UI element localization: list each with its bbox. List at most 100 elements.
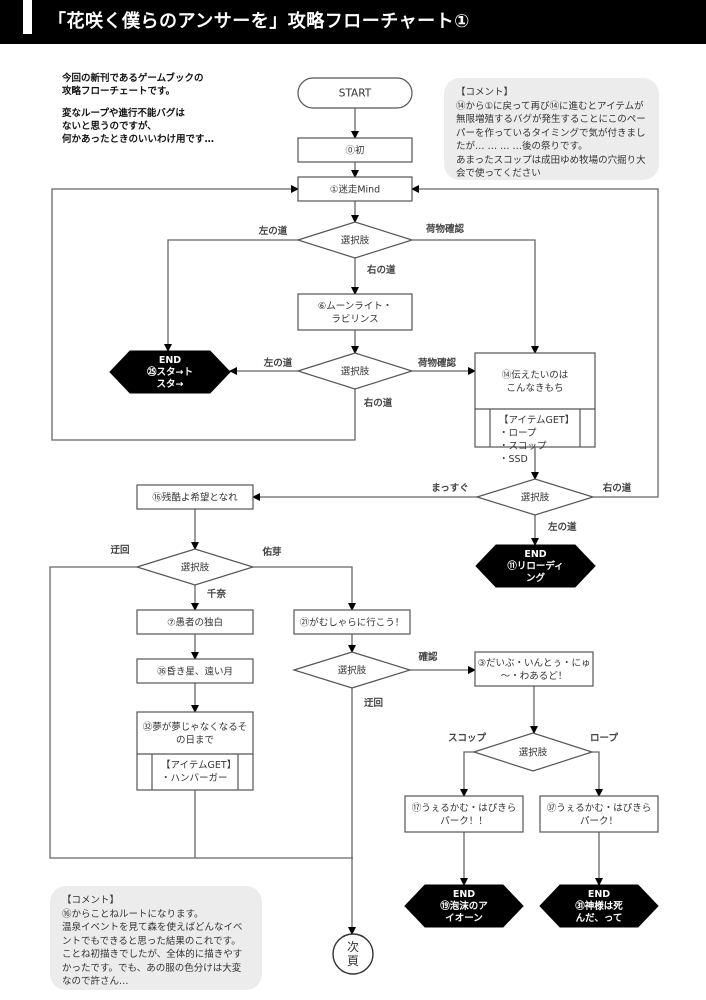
node-label: 選択肢 — [341, 366, 370, 378]
process-box — [136, 658, 254, 684]
edge-label: まっすぐ — [431, 482, 469, 494]
intro-text: 今回の新刊であるゲームブックの 攻略フローチェートです。 変なループや進行不能バ… — [62, 72, 214, 155]
node-label: END — [159, 355, 181, 366]
node-label: こんなきもち — [506, 383, 563, 394]
node-label: 選択肢 — [341, 235, 370, 247]
node-label: イオーン — [445, 913, 483, 924]
terminal-shape — [297, 77, 413, 109]
node-d4: 選択肢 — [134, 548, 256, 586]
node-n36: ㊱昏き星、遠い月 — [136, 658, 254, 684]
header-accent-bar — [23, 0, 32, 34]
node-label: ①迷走Mind — [330, 184, 380, 196]
node-label: ㊱昏き星、遠い月 — [157, 666, 233, 678]
edges-layer — [49, 108, 659, 935]
node-label: 頁 — [347, 954, 359, 968]
process-box — [297, 137, 413, 163]
node-label: の日まで — [176, 735, 214, 746]
edge-label: 迂回 — [364, 698, 383, 709]
node-label: パーク！！ — [440, 816, 488, 827]
item-line: ・スコップ — [499, 441, 547, 452]
decision-diamond — [296, 352, 414, 390]
process-box — [136, 484, 254, 510]
node-label: ⑦愚者の独白 — [167, 617, 223, 629]
node-d6: 選択肢 — [472, 732, 594, 772]
node-label: ⓪初 — [345, 145, 364, 157]
node-label: ⑭伝えたいのは — [502, 370, 569, 381]
node-label: ⑰うぇるかむ・はぴきら — [412, 803, 517, 814]
decision-diamond — [291, 651, 413, 689]
node-n16: ⑯残酷よ希望となれ — [136, 484, 254, 510]
process-box — [136, 711, 254, 791]
edge-d2-to-n1 — [51, 185, 356, 441]
edge-labels-layer: 左の道右の道荷物確認左の道右の道荷物確認まっすぐ右の道左の道迂回千奈佑芽確認迂回… — [110, 223, 631, 744]
process-box — [297, 176, 413, 202]
node-label: START — [339, 88, 372, 100]
node-n1: ①迷走Mind — [297, 176, 413, 202]
edge-label: 右の道 — [366, 264, 396, 276]
edge-label: ロープ — [590, 732, 618, 744]
decision-diamond — [474, 478, 596, 516]
node-label: ング — [526, 572, 546, 584]
edge-label: 右の道 — [363, 397, 393, 409]
node-label: ㉑がむしゃらに行こう！ — [300, 617, 405, 629]
intro-paragraph: 変なループや進行不能バグは ないと思うのですが、 何かあったときのいいわけ用です… — [62, 108, 215, 145]
node-d2: 選択肢 — [296, 352, 414, 390]
item-line: 【アイテムGET】 — [161, 760, 236, 771]
node-label: END — [588, 889, 610, 900]
process-box — [293, 609, 411, 635]
comment-box-bottom: 【コメント】 ⑯からことねルートになります。 温泉イベントを見て森を使えばどんな… — [50, 886, 262, 990]
node-n0: ⓪初 — [297, 137, 413, 163]
node-label: 選択肢 — [519, 747, 548, 759]
node-next: 次頁 — [332, 933, 374, 975]
edge-label: 荷物確認 — [417, 357, 457, 369]
edge-d3-to-n1 — [411, 185, 659, 498]
node-label: 選択肢 — [181, 562, 210, 574]
item-line: 【アイテムGET】 — [499, 415, 574, 426]
decision-diamond — [296, 221, 414, 259]
node-label: 選択肢 — [521, 492, 550, 504]
process-box — [404, 795, 524, 833]
node-label: ～・わあるど！ — [501, 671, 568, 682]
edge-label: 千奈 — [207, 588, 227, 600]
edge-label: 迂回 — [110, 545, 129, 556]
intro-paragraph: 今回の新刊であるゲームブックの 攻略フローチェートです。 — [62, 73, 204, 97]
page-connector-circle — [332, 933, 374, 975]
edge-d6-to-n37 — [592, 751, 603, 797]
end-hexagon — [404, 884, 524, 928]
process-box — [474, 651, 594, 687]
edge-d4-to-n21 — [253, 566, 356, 611]
item-line: ・ハンバーガー — [161, 773, 228, 784]
item-line: ・SSD — [499, 454, 528, 465]
node-n6: ⑥ムーンライト・ラビリンス — [297, 293, 413, 331]
node-label: ⑪リローディ — [507, 560, 563, 572]
end-hexagon — [539, 884, 659, 928]
node-label: パーク！ — [580, 816, 618, 827]
edge-label: 左の道 — [547, 521, 577, 533]
node-d3: 選択肢 — [474, 478, 596, 516]
node-d5: 選択肢 — [291, 651, 413, 689]
page-title: 「花咲く僕らのアンサーを」攻略フローチャート① — [48, 11, 470, 32]
comment-box-top: 【コメント】 ⑭から①に戻って再び⑭に進むとアイテムが無限増殖するバグが発生する… — [444, 78, 659, 180]
decision-diamond — [472, 732, 594, 772]
node-label: ⑥ムーンライト・ — [318, 301, 393, 312]
edge-label: 左の道 — [258, 225, 288, 237]
process-box — [136, 609, 254, 635]
edge-label: スコップ — [448, 732, 487, 744]
item-line: ・ロープ — [499, 428, 537, 439]
node-label: ③だいぶ・いんとぅ・にゅ — [477, 658, 590, 669]
node-label: ㉜夢が夢じゃなくなるそ — [143, 721, 248, 733]
process-box — [297, 293, 413, 331]
decision-diamond — [134, 548, 256, 586]
process-box — [539, 795, 659, 833]
end-hexagon — [475, 544, 596, 588]
node-start: START — [297, 77, 413, 109]
node-label: ⑲泡沫のア — [440, 900, 488, 912]
